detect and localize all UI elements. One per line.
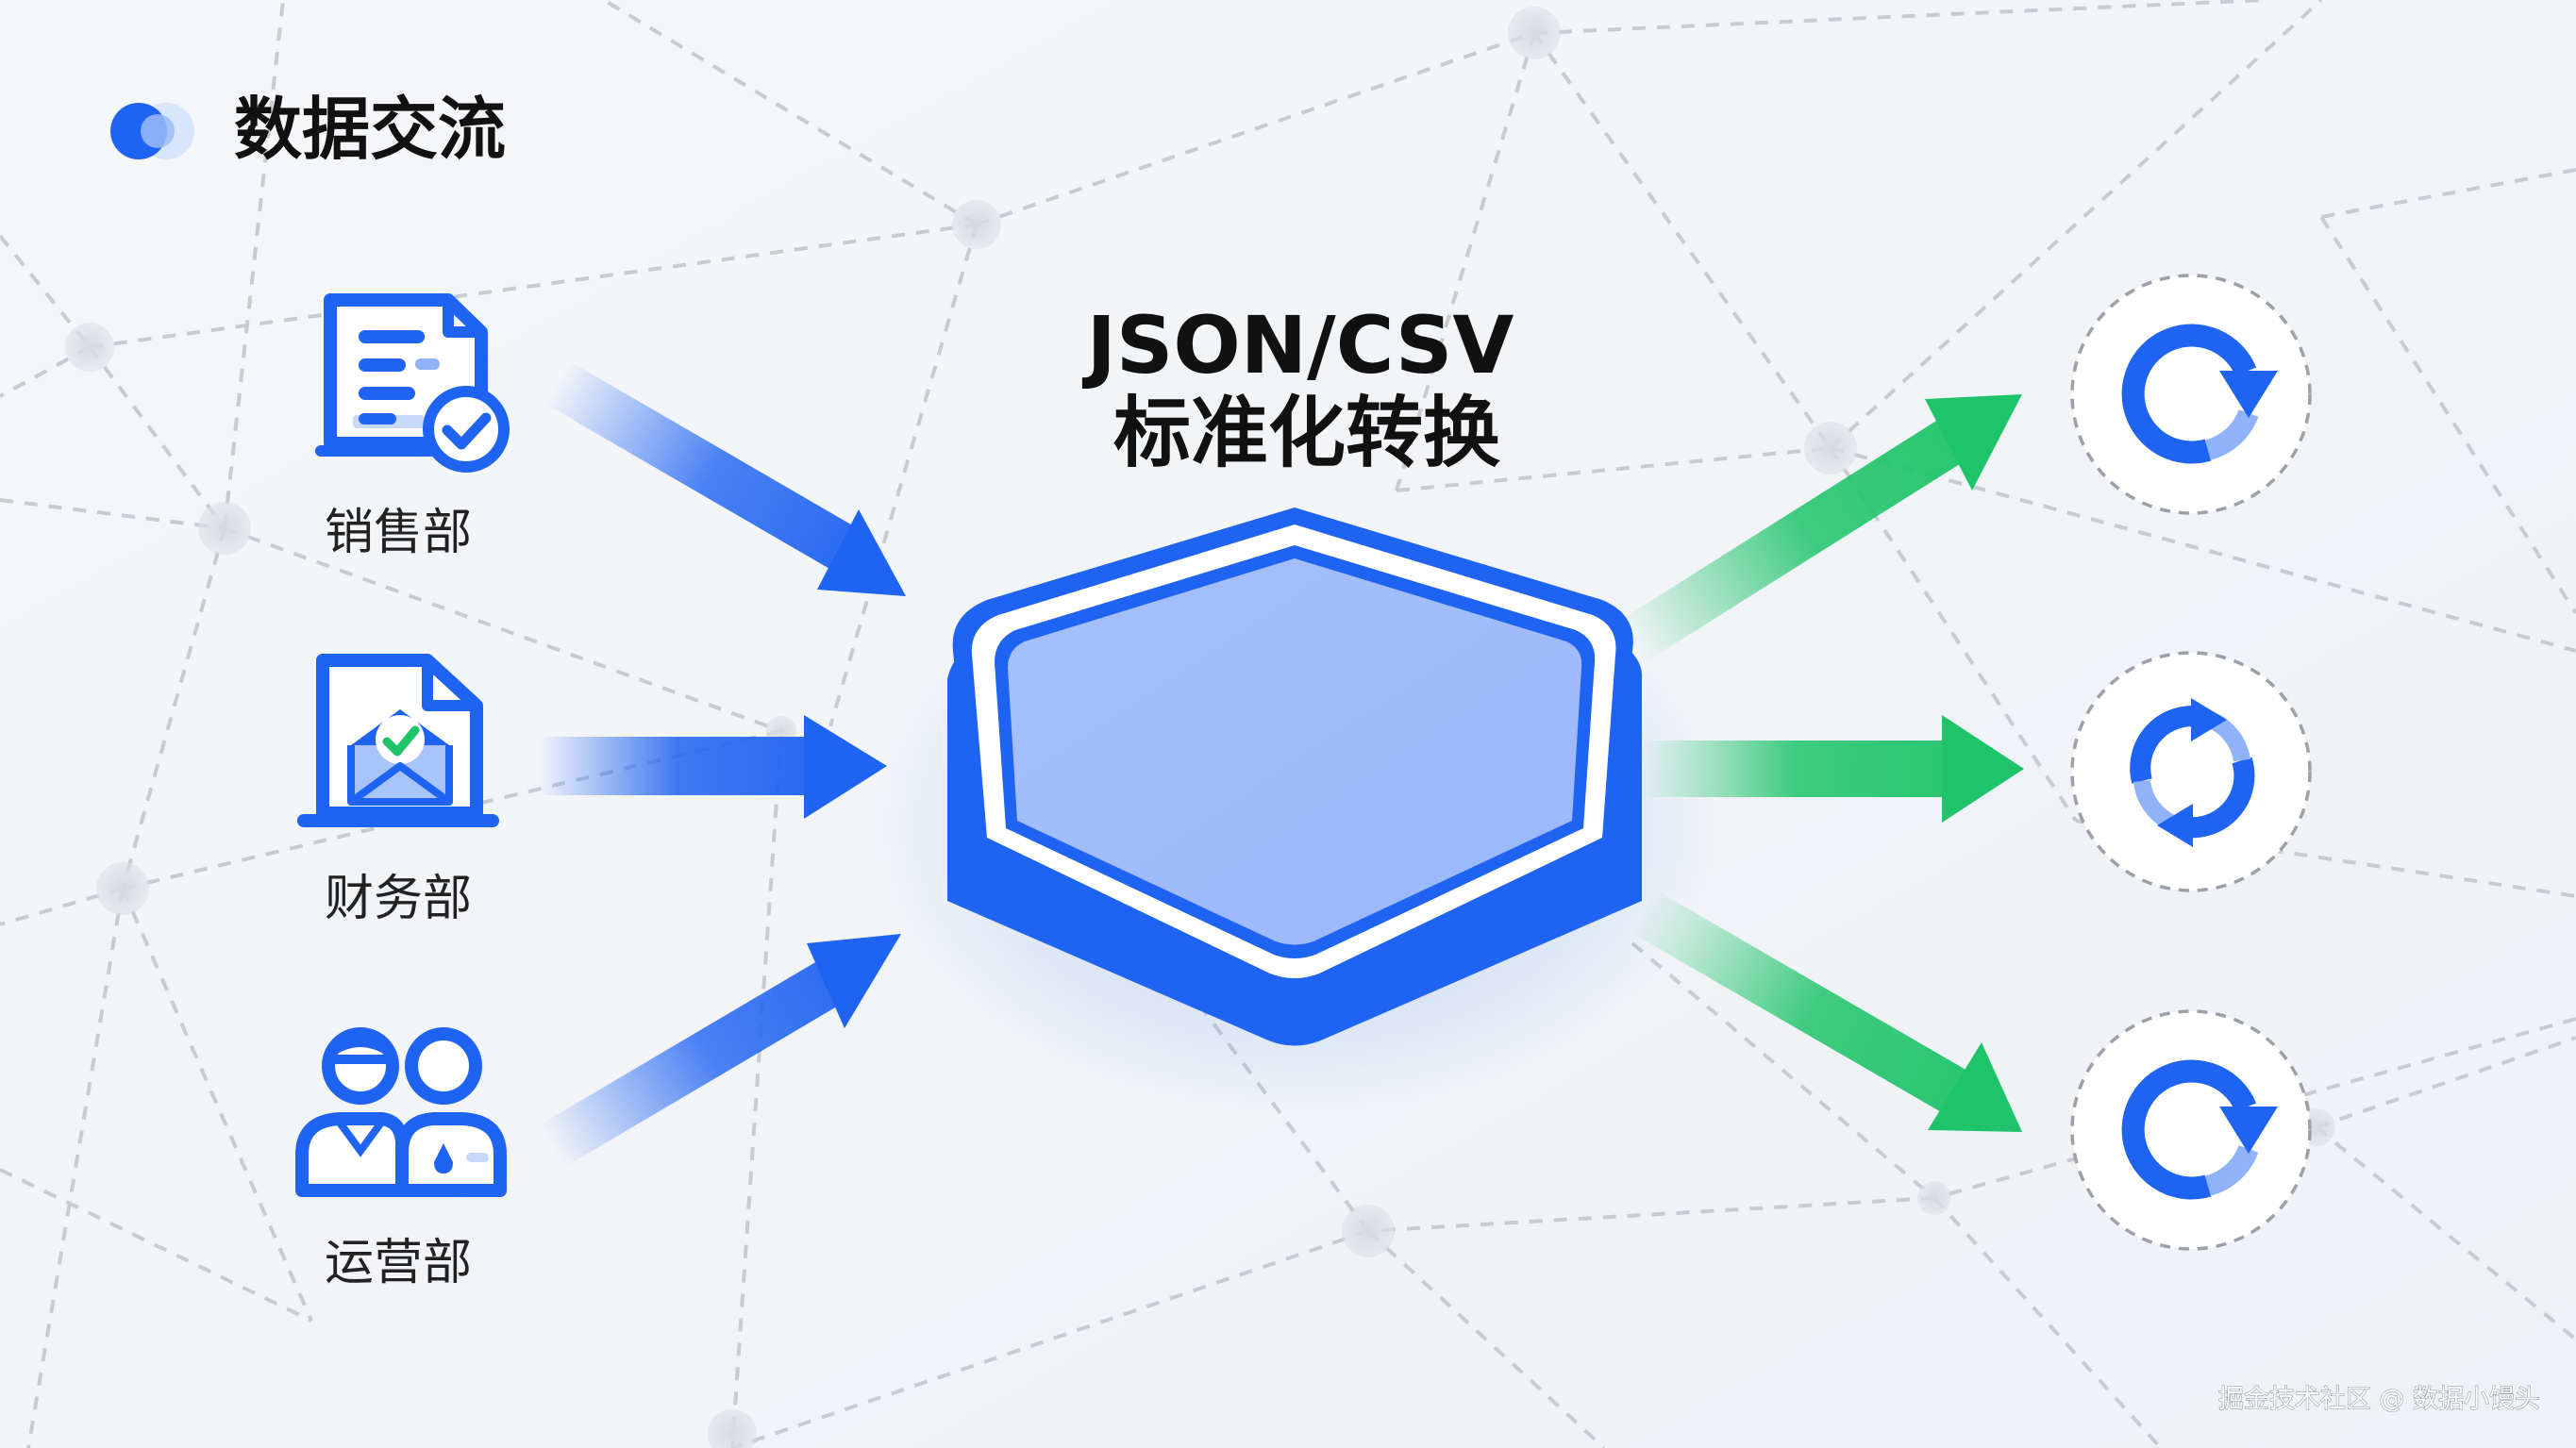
source-label-operations: 运营部	[325, 1235, 472, 1291]
hexagon-processor	[947, 508, 1643, 1046]
header: 数据交流	[110, 90, 506, 169]
refresh-icon	[2121, 1059, 2278, 1200]
target-2	[2070, 651, 2312, 892]
envelope-check-icon	[297, 654, 499, 827]
arrow-sales-to-hub	[544, 360, 906, 596]
target-3-ring	[2070, 1009, 2312, 1251]
center-title-line1: JSON/CSV	[1082, 299, 1514, 391]
arrow-hub-to-target-2	[1642, 715, 2024, 823]
hexagon-face	[1008, 558, 1582, 945]
page-title: 数据交流	[234, 90, 506, 169]
center-title: JSON/CSV 标准化转换	[1082, 299, 1514, 478]
watermark: 掘金技术社区 @ 数据小馒头	[2218, 1385, 2540, 1414]
target-2-ring	[2070, 651, 2312, 892]
arrow-hub-to-target-1	[1619, 394, 2022, 662]
logo-overlap	[141, 114, 175, 148]
source-operations: 运营部	[295, 1027, 507, 1291]
sync-icon	[2130, 698, 2255, 847]
source-label-finance: 财务部	[325, 871, 472, 927]
document-check-icon	[315, 293, 510, 473]
refresh-icon	[2121, 324, 2278, 464]
source-sales: 销售部	[315, 293, 510, 561]
center-title-line2: 标准化转换	[1113, 389, 1500, 478]
source-label-sales: 销售部	[325, 505, 472, 561]
target-1-ring	[2070, 274, 2312, 515]
arrow-operations-to-hub	[539, 934, 901, 1168]
target-1	[2070, 274, 2312, 515]
output-arrows	[1619, 394, 2024, 1132]
arrow-hub-to-target-3	[1629, 889, 2022, 1132]
target-3	[2070, 1009, 2312, 1251]
arrow-finance-to-hub	[538, 715, 887, 819]
people-icon	[295, 1027, 507, 1197]
source-finance: 财务部	[297, 654, 499, 927]
input-arrows	[538, 360, 906, 1168]
